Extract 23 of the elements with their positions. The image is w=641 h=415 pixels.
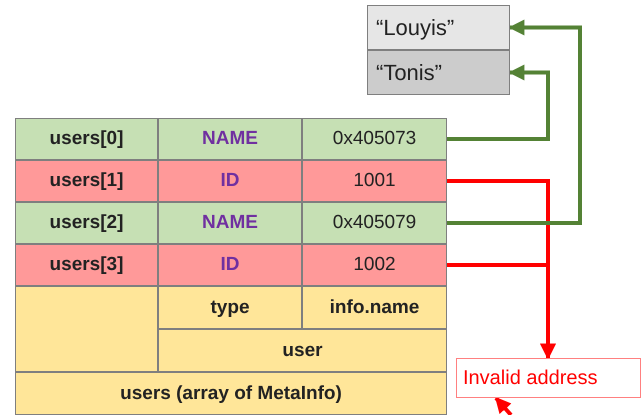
table-cell: users[2] xyxy=(15,202,158,244)
table-cell: users (array of MetaInfo) xyxy=(15,372,447,415)
empty-table-cell xyxy=(15,286,158,372)
table-cell: NAME xyxy=(158,202,302,244)
error-label-box: Invalid address xyxy=(456,358,641,398)
string-cell: “Tonis” xyxy=(367,50,510,95)
table-cell: user xyxy=(158,329,447,372)
table-cell: NAME xyxy=(158,118,302,160)
table-cell: 1002 xyxy=(302,244,447,286)
table-cell: 0x405073 xyxy=(302,118,447,160)
arrow xyxy=(447,64,550,141)
string-cell: “Louyis” xyxy=(367,5,510,50)
table-cell: users[3] xyxy=(15,244,158,286)
arrow xyxy=(447,20,582,225)
table-cell: users[1] xyxy=(15,160,158,202)
table-cell: 1001 xyxy=(302,160,447,202)
arrow xyxy=(494,396,512,415)
table-cell: 0x405079 xyxy=(302,202,447,244)
table-cell: info.name xyxy=(302,286,447,329)
table-cell: ID xyxy=(158,160,302,202)
table-cell: type xyxy=(158,286,302,329)
table-cell: users[0] xyxy=(15,118,158,160)
table-cell: ID xyxy=(158,244,302,286)
